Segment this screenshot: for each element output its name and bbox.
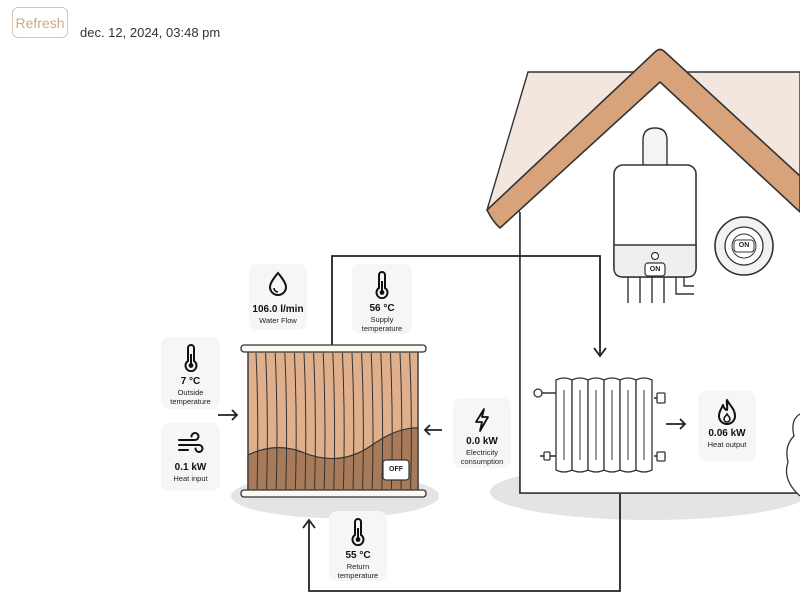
timestamp: dec. 12, 2024, 03:48 pm xyxy=(80,25,221,40)
thermometer-icon xyxy=(351,518,365,546)
thermometer-icon xyxy=(184,344,197,372)
house-roof-band xyxy=(486,48,800,229)
water-drop-icon xyxy=(268,271,288,296)
electricity-consumption-label: Electricity xyxy=(465,448,499,457)
thermometer-icon xyxy=(375,271,389,299)
heat-pump-status: OFF xyxy=(389,466,403,473)
thermostat xyxy=(714,216,774,276)
heat-output-value: 0.06 kW xyxy=(708,428,746,439)
return-temperature-label-2: temperature xyxy=(337,571,379,580)
supply-pipe xyxy=(331,255,601,355)
supply-temperature-label-2: temperature xyxy=(361,324,403,333)
water-flow-value: 106.0 l/min xyxy=(252,304,304,315)
electricity-consumption-card: 0.0 kW Electricity consumption xyxy=(453,398,511,468)
water-flow-card: 106.0 l/min Water Flow xyxy=(249,264,307,330)
heat-pump xyxy=(240,344,427,498)
heat-output-card: 0.06 kW Heat output xyxy=(698,391,756,461)
heat-pump-fin xyxy=(361,352,364,490)
return-arrow-head xyxy=(302,518,316,529)
heat-pump-fin xyxy=(332,352,336,490)
heat-pump-fin xyxy=(255,352,259,490)
outside-temperature-value: 7 °C xyxy=(180,376,201,387)
outside-to-pump-arrow xyxy=(218,409,239,421)
heat-pump-fin xyxy=(370,352,374,490)
heat-input-card: 0.1 kW Heat input xyxy=(161,423,220,491)
electricity-consumption-value: 0.0 kW xyxy=(466,436,498,447)
heat-pump-fin xyxy=(293,352,297,490)
heat-pump-fin xyxy=(351,352,355,490)
boiler-status: ON xyxy=(649,266,661,273)
return-temperature-card: 55 °C Return temperature xyxy=(329,511,387,581)
outside-temperature-label-2: temperature xyxy=(170,397,211,406)
lightning-icon xyxy=(475,408,489,432)
outside-temperature-card: 7 °C Outside temperature xyxy=(161,337,220,409)
flame-icon xyxy=(718,399,736,425)
heat-pump-fin xyxy=(409,352,412,490)
outside-temperature-label: Outside xyxy=(177,388,204,397)
heat-pump-fin xyxy=(341,352,345,490)
heat-output-label: Heat output xyxy=(707,440,747,449)
heat-pump-fin xyxy=(265,352,268,490)
return-temperature-label: Return xyxy=(346,562,370,571)
return-pipe xyxy=(308,494,621,592)
heat-pump-fin xyxy=(284,352,288,490)
supply-temperature-card: 56 °C Supply temperature xyxy=(352,264,412,334)
supply-temperature-value: 56 °C xyxy=(369,303,395,314)
water-flow-label: Water Flow xyxy=(259,316,297,325)
heat-pump-fin xyxy=(274,352,278,490)
refresh-button[interactable]: Refresh xyxy=(12,7,68,38)
thermostat-status: ON xyxy=(738,242,750,249)
return-temperature-value: 55 °C xyxy=(345,550,371,561)
heat-pump-fin xyxy=(322,352,326,490)
heat-pump-fin xyxy=(313,352,316,490)
heat-pump-fin xyxy=(303,352,307,490)
electricity-to-pump-arrow xyxy=(423,424,442,436)
partial-object-right xyxy=(785,413,800,497)
supply-temperature-label: Supply xyxy=(370,315,394,324)
electricity-consumption-label-2: consumption xyxy=(460,457,504,466)
supply-arrow-head xyxy=(593,347,607,358)
wind-icon xyxy=(177,432,203,453)
radiator-to-output-arrow xyxy=(666,418,687,430)
heat-pump-fin xyxy=(380,352,384,490)
heat-input-value: 0.1 kW xyxy=(174,462,207,473)
radiator xyxy=(533,377,666,473)
boiler xyxy=(613,127,697,303)
heat-input-label: Heat input xyxy=(173,474,208,483)
